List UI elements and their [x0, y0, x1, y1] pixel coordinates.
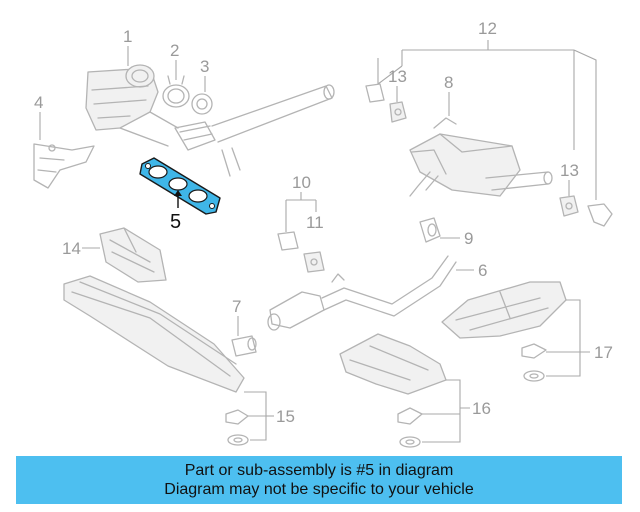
callout-8: 8: [444, 73, 453, 116]
callout-3: 3: [200, 57, 209, 92]
part-17-fasteners[interactable]: [521, 343, 547, 382]
svg-text:10: 10: [292, 173, 311, 192]
part-1-catalytic-converter[interactable]: [85, 64, 179, 147]
part-10-bracket[interactable]: [277, 231, 299, 251]
svg-text:2: 2: [170, 41, 179, 60]
callout-11: 11: [306, 213, 324, 232]
callout-5: 5: [170, 190, 182, 233]
part-12-hanger-bracket[interactable]: [365, 83, 613, 227]
svg-text:13: 13: [560, 161, 579, 180]
svg-text:7: 7: [232, 297, 241, 316]
part-4-bracket[interactable]: [33, 143, 95, 189]
part-13-hanger-a[interactable]: [389, 101, 407, 123]
exhaust-parts-diagram: 1 2 3 4: [33, 19, 613, 448]
svg-text:4: 4: [34, 93, 43, 112]
banner-line-disclaimer: Diagram may not be specific to your vehi…: [164, 481, 474, 498]
part-11-hanger[interactable]: [303, 251, 325, 273]
svg-text:11: 11: [306, 213, 324, 232]
svg-text:6: 6: [478, 261, 487, 280]
callout-15: 15: [244, 391, 295, 441]
callout-1: 1: [123, 27, 132, 66]
callout-7: 7: [232, 297, 241, 336]
svg-text:17: 17: [594, 343, 613, 362]
banner-line-part: Part or sub-assembly is #5 in diagram: [184, 462, 454, 479]
svg-text:8: 8: [444, 73, 453, 92]
callout-10: 10: [285, 173, 317, 232]
part-16-fasteners[interactable]: [397, 407, 423, 448]
part-15-fasteners[interactable]: [225, 409, 249, 446]
callout-9: 9: [440, 229, 473, 248]
callout-16: 16: [422, 379, 491, 443]
part-6-intermediate-pipe[interactable]: [267, 255, 457, 331]
part-2-clamp[interactable]: [162, 75, 190, 108]
part-16-heat-shield[interactable]: [339, 333, 447, 395]
part-9-clamp[interactable]: [419, 217, 441, 243]
callout-13b: 13: [560, 161, 579, 196]
part-8-rear-muffler[interactable]: [409, 117, 553, 197]
info-banner: Part or sub-assembly is #5 in diagram Di…: [16, 456, 622, 504]
part-3-gasket[interactable]: [191, 93, 213, 115]
svg-text:16: 16: [472, 399, 491, 418]
part-13-hanger-b[interactable]: [559, 195, 579, 217]
svg-text:14: 14: [62, 239, 81, 258]
callout-6: 6: [456, 261, 487, 280]
callout-4: 4: [34, 93, 43, 140]
svg-text:1: 1: [123, 27, 132, 46]
callout-2: 2: [170, 41, 179, 80]
svg-text:15: 15: [276, 407, 295, 426]
callout-17: 17: [546, 299, 613, 377]
svg-text:9: 9: [464, 229, 473, 248]
svg-text:12: 12: [478, 19, 497, 38]
part-15-heat-shield[interactable]: [63, 275, 245, 393]
part-17-heat-shield[interactable]: [441, 281, 567, 339]
part-7-clamp[interactable]: [231, 335, 257, 357]
callout-13a: 13: [388, 67, 407, 102]
svg-text:13: 13: [388, 67, 407, 86]
callout-14: 14: [62, 239, 100, 258]
svg-text:5: 5: [170, 211, 181, 233]
svg-text:3: 3: [200, 57, 209, 76]
part-14-heat-shield[interactable]: [99, 227, 167, 283]
part-5-manifold-gasket[interactable]: [139, 157, 221, 215]
front-pipe: [174, 84, 335, 177]
